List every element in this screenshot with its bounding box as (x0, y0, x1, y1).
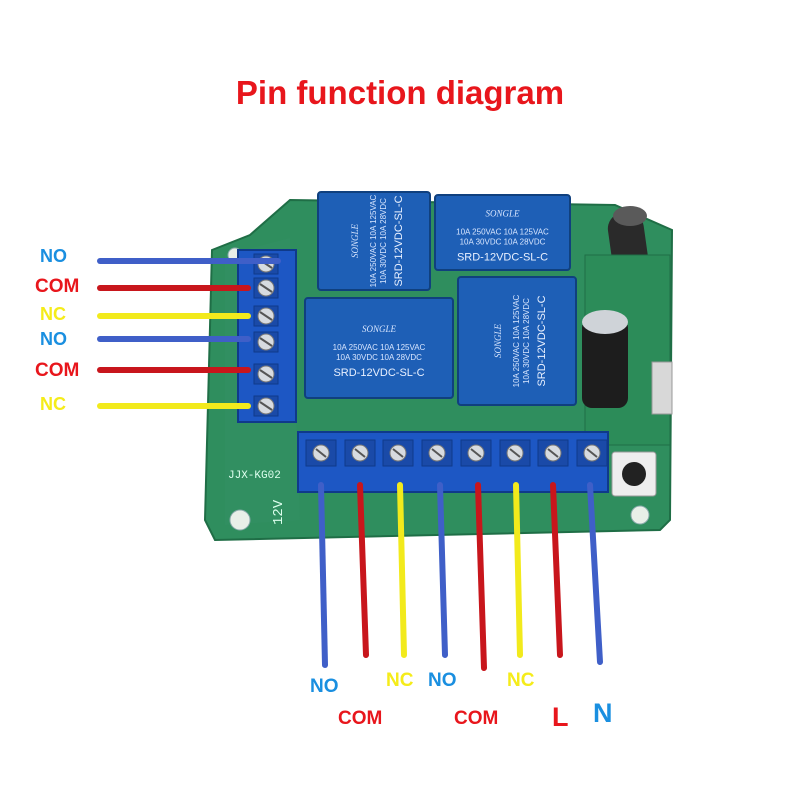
relay-body (434, 194, 571, 271)
bottom-wires (318, 482, 603, 671)
relay-brand: SONGLE (362, 324, 397, 334)
push-button (611, 451, 657, 497)
relay-rating-2: 10A 30VDC 10A 28VDC (379, 198, 388, 284)
wire-red (357, 482, 369, 658)
pin-label-com: COM (35, 360, 79, 381)
screw-slot (547, 448, 559, 458)
relay-model: SRD-12VDC-SL-C (536, 295, 548, 386)
screw-slot (259, 337, 273, 347)
capacitor-top (582, 310, 628, 334)
relay-body (317, 191, 431, 291)
wire-blue (587, 482, 603, 665)
pin-label-no: NO (40, 246, 67, 266)
left-terminal-block (237, 249, 297, 423)
relay-rating-2: 10A 30VDC 10A 28VDC (336, 353, 422, 362)
relay-brand: SONGLE (350, 224, 360, 259)
wire-red (475, 482, 487, 671)
pin-label-nc: NC (40, 394, 66, 414)
crystal (651, 361, 673, 415)
relay-rating-1: 10A 250VAC 10A 125VAC (456, 228, 549, 237)
relay-body (457, 276, 577, 406)
pin-label-com: COM (35, 276, 79, 297)
left-wires (97, 258, 281, 409)
pin-label-nc: NC (40, 304, 66, 324)
screw-slot (259, 311, 273, 321)
pin-label-n: N (593, 698, 613, 728)
pin-label-com: COM (454, 708, 498, 729)
page-title: Pin function diagram (235, 74, 565, 111)
screw-slot (315, 448, 327, 458)
button-cap (622, 462, 646, 486)
relay-rating-1: 10A 250VAC 10A 125VAC (369, 194, 378, 287)
screw-slot (586, 448, 598, 458)
relay-rating-2: 10A 30VDC 10A 28VDC (522, 298, 531, 384)
screw-cell (499, 439, 531, 467)
pin-label-no: NO (40, 329, 67, 349)
relay-model: SRD-12VDC-SL-C (333, 367, 424, 379)
capacitor (582, 310, 628, 408)
silk-model: JJX-KG02 (228, 470, 281, 482)
wire-yellow (513, 482, 523, 658)
wire-yellow (397, 482, 407, 658)
screw-slot (509, 448, 521, 458)
silk-voltage: 12V (271, 499, 287, 525)
relay-rating-1: 10A 250VAC 10A 125VAC (333, 343, 426, 352)
screw-cell (576, 439, 608, 467)
capacitor-body (582, 318, 628, 408)
pin-label-com: COM (338, 708, 382, 729)
relay-body (304, 297, 454, 399)
relay-model: SRD-12VDC-SL-C (393, 195, 405, 286)
mount-hole (229, 509, 251, 531)
wire-red (550, 482, 563, 658)
screw-slot (431, 448, 443, 458)
mount-hole (630, 505, 650, 525)
wire-blue (437, 482, 448, 658)
screw-slot (470, 448, 482, 458)
relay-model: SRD-12VDC-SL-C (457, 252, 548, 264)
pin-label-l: L (552, 702, 569, 732)
wire-blue (318, 482, 328, 668)
screw-slot (392, 448, 404, 458)
screw-cell (421, 439, 453, 467)
screw-slot (259, 401, 273, 411)
bottom-terminal-block (297, 431, 609, 493)
pin-label-no: NO (310, 676, 339, 697)
pin-label-nc: NC (386, 670, 414, 691)
relay-brand: SONGLE (485, 209, 520, 219)
screw-slot (259, 369, 273, 379)
screw-slot (354, 448, 366, 458)
screw-slot (259, 283, 273, 293)
relay-brand: SONGLE (493, 324, 503, 359)
relay-rating-1: 10A 250VAC 10A 125VAC (512, 294, 521, 387)
left-pin-labels: NO COM NC NO COM NC (35, 246, 79, 414)
relay-rating-2: 10A 30VDC 10A 28VDC (460, 238, 546, 247)
pin-label-no: NO (428, 670, 457, 691)
coil-cap (613, 206, 647, 226)
pin-label-nc: NC (507, 670, 535, 691)
